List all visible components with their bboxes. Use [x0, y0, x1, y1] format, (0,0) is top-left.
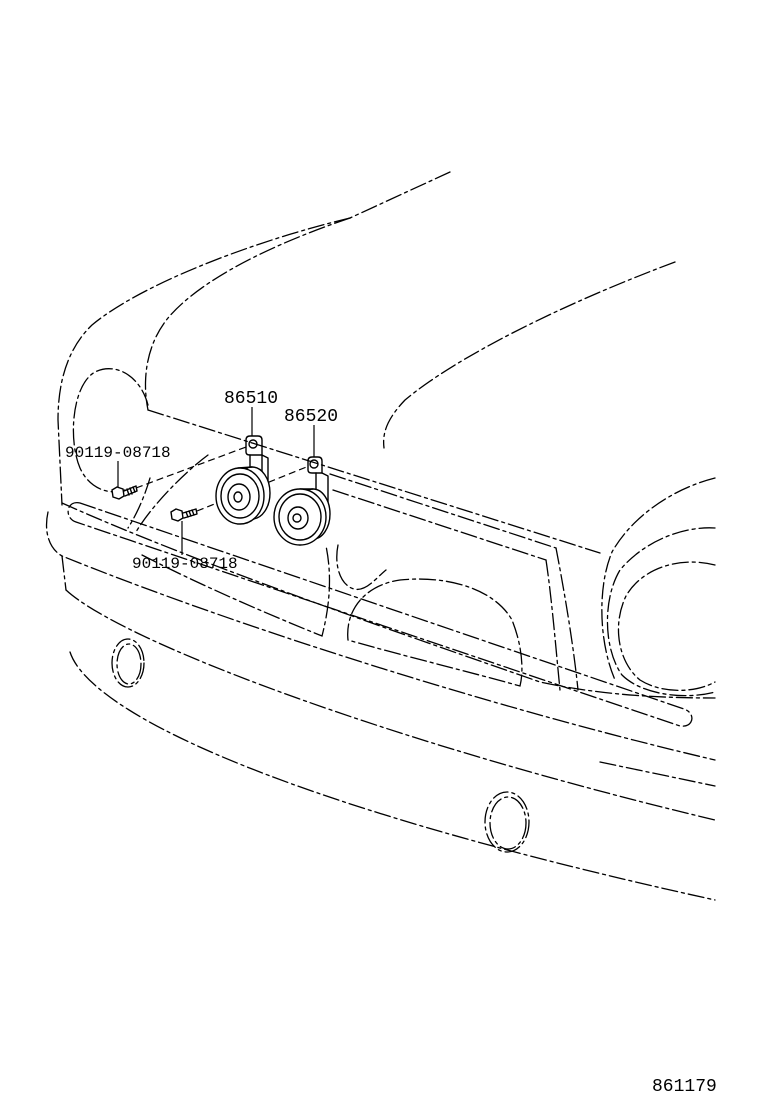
left-fog-lamp-inner [116, 643, 142, 685]
bumper-top-line [61, 502, 716, 699]
bumper-right-line [599, 761, 716, 787]
horn-86520-center [292, 513, 302, 523]
horn-86520-face [273, 488, 327, 546]
bumper-side-line [61, 555, 67, 591]
grille-left-lower-edge [127, 477, 151, 529]
figure-number: 861179 [652, 1077, 717, 1097]
left-headlight [72, 368, 149, 493]
grille-left-edge [135, 454, 209, 533]
bumper-front-face [45, 511, 716, 761]
right-hood-crease [382, 261, 676, 449]
horn-86520 [273, 456, 331, 546]
horn-86510-ring [220, 473, 260, 519]
callout-bolt-left[interactable]: 90119-08718 [65, 444, 171, 462]
bumper-strip [67, 502, 693, 727]
right-fog-lamp-inner [489, 796, 527, 850]
hood-top-edge [349, 171, 451, 219]
bolt-left-head [111, 486, 125, 500]
horn-86510-center [233, 491, 243, 503]
callout-horn-86520[interactable]: 86520 [284, 407, 338, 427]
callout-horn-86510[interactable]: 86510 [224, 389, 278, 409]
horn-86510-inner-ring [227, 483, 251, 511]
bolt-left-thread [126, 486, 136, 496]
left-fender-outer-line [57, 217, 351, 506]
callout-bolt-middle[interactable]: 90119-08718 [132, 555, 238, 573]
grille-top-line-2 [332, 489, 547, 561]
horn-86520-bracket [307, 456, 323, 474]
grille-right-edge-1 [545, 559, 561, 691]
horn-86510-bracket [245, 435, 263, 456]
horn-86520-bracket-hole [309, 459, 319, 469]
bolt-middle [170, 508, 198, 522]
bumper-lower-line [65, 589, 716, 821]
horn-86520-ring [278, 493, 322, 541]
hood-leading-edge [147, 409, 601, 554]
grille-right-edge-2 [555, 547, 579, 691]
left-hood-crease [144, 217, 351, 411]
bolt-left [111, 485, 138, 500]
bumper-bottom-line [69, 651, 716, 901]
bolt-middle-thread [185, 509, 195, 518]
right-fog-lamp [484, 791, 530, 853]
horn-86510 [215, 435, 271, 525]
grille-right-opening [347, 578, 523, 687]
grille-center-tongue [336, 544, 387, 591]
left-fog-lamp [111, 638, 145, 688]
right-headlight-outer [606, 527, 716, 697]
horn-86510-face [215, 467, 265, 525]
horn-86520-inner-ring [287, 506, 309, 530]
vehicle-outline [45, 171, 716, 901]
grille-top-line-1 [329, 473, 557, 549]
right-headlight-inner [617, 561, 716, 692]
right-fender-line [601, 477, 716, 681]
horn-86510-bracket-hole [248, 439, 258, 449]
assembly-line-bolt-to-horn-86510 [135, 446, 247, 489]
grille-left-opening [141, 545, 331, 637]
bolt-middle-head [170, 508, 184, 522]
